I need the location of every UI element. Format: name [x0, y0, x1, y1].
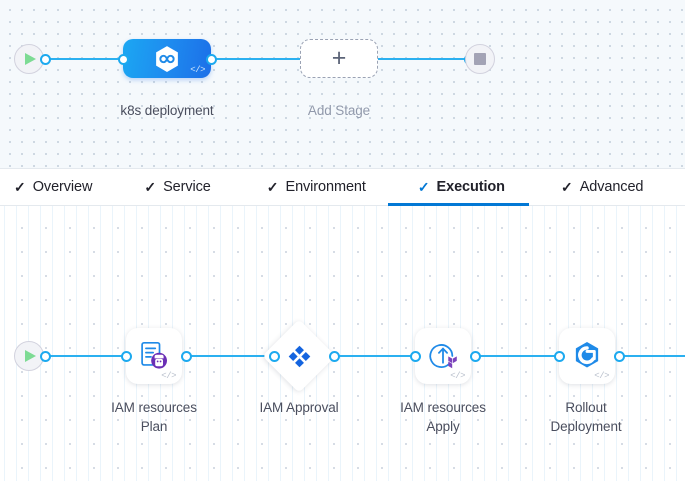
port-plan-in[interactable]: [121, 350, 132, 362]
step-label-line1: IAM Approval: [259, 400, 339, 415]
tab-advanced[interactable]: ✓ Advanced: [529, 169, 665, 205]
pipeline-end-node[interactable]: [465, 44, 495, 74]
edge-rollout-to-next: [614, 355, 685, 357]
edge-stage-to-add: [210, 58, 303, 60]
edge-plan-to-approval: [186, 355, 274, 357]
port-apply-out[interactable]: [470, 350, 481, 362]
edge-add-to-end: [376, 58, 468, 60]
approval-icon-wrap: [273, 330, 325, 382]
tab-label: Overview: [32, 179, 93, 195]
step-label-line2: Apply: [426, 419, 460, 434]
port-apply-in[interactable]: [410, 350, 421, 362]
check-icon: ✓: [266, 179, 279, 195]
stage-code-badge[interactable]: </>: [190, 65, 205, 75]
port-exec-start-out[interactable]: [40, 350, 51, 362]
step-label-line1: Rollout: [565, 400, 607, 415]
step-label-line1: IAM resources: [400, 400, 486, 415]
stage-tab-bar[interactable]: ✓ Overview ✓ Service ✓ Environment ✓ Exe…: [0, 168, 685, 206]
step-label-iam-resources-plan: IAM resources Plan: [86, 398, 222, 436]
stage-label-k8s-deployment: k8s deployment: [120, 103, 214, 118]
play-icon: [25, 53, 36, 65]
edge-exec-start-to-plan: [36, 355, 138, 357]
add-stage-label: Add Stage: [307, 103, 371, 118]
step-card-iam-approval[interactable]: [262, 319, 336, 393]
approval-diamond-icon: [288, 345, 310, 367]
step-card-iam-resources-plan[interactable]: </>: [126, 328, 182, 384]
step-card-rollout-deployment[interactable]: </>: [559, 328, 615, 384]
tab-overview[interactable]: ✓ Overview: [0, 169, 110, 205]
stage-card-k8s-deployment[interactable]: </>: [123, 39, 211, 78]
argo-rollout-icon: [575, 342, 599, 368]
tab-label: Advanced: [579, 179, 644, 195]
tab-label: Environment: [285, 179, 366, 195]
check-icon: ✓: [560, 179, 573, 195]
port-rollout-in[interactable]: [554, 350, 565, 362]
step-label-line2: Deployment: [550, 419, 622, 434]
plus-icon: +: [331, 44, 347, 72]
edge-start-to-stage: [36, 58, 126, 60]
tab-environment[interactable]: ✓ Environment: [233, 169, 388, 205]
port-approval-out[interactable]: [329, 350, 340, 362]
step-label-rollout-deployment: Rollout Deployment: [521, 398, 651, 436]
port-stage-out[interactable]: [206, 53, 217, 65]
step-code-badge[interactable]: </>: [450, 371, 465, 381]
tab-execution[interactable]: ✓ Execution: [387, 169, 530, 206]
step-code-badge[interactable]: </>: [161, 371, 176, 381]
tab-label: Execution: [436, 179, 506, 195]
edge-approval-to-apply: [324, 355, 420, 357]
port-approval-in[interactable]: [269, 350, 280, 362]
add-stage-button[interactable]: +: [300, 39, 378, 78]
tab-service[interactable]: ✓ Service: [110, 169, 232, 205]
port-plan-out[interactable]: [181, 350, 192, 362]
execution-canvas[interactable]: </> IAM resources Plan: [0, 206, 685, 481]
stop-icon: [474, 53, 486, 65]
step-card-iam-resources-apply[interactable]: </>: [415, 328, 471, 384]
port-rollout-out[interactable]: [614, 350, 625, 362]
play-icon: [25, 350, 36, 362]
edge-apply-to-rollout: [470, 355, 566, 357]
check-icon: ✓: [417, 179, 430, 195]
pipeline-start-node[interactable]: [14, 44, 44, 74]
terraform-apply-icon: [429, 344, 457, 369]
terraform-plan-icon: [141, 341, 168, 369]
step-label-line2: Plan: [140, 419, 168, 434]
step-label-line1: IAM resources: [111, 400, 197, 415]
stage-canvas[interactable]: </> k8s deployment + Add Stage: [0, 0, 685, 168]
port-start-out[interactable]: [40, 53, 51, 65]
check-icon: ✓: [14, 179, 26, 195]
step-label-iam-approval: IAM Approval: [234, 398, 364, 417]
port-stage-in[interactable]: [118, 53, 129, 65]
step-label-iam-resources-apply: IAM resources Apply: [375, 398, 511, 436]
tab-label: Service: [163, 179, 211, 195]
check-icon: ✓: [144, 179, 157, 195]
step-code-badge[interactable]: </>: [594, 371, 609, 381]
helm-hexagon-icon: [156, 45, 178, 72]
